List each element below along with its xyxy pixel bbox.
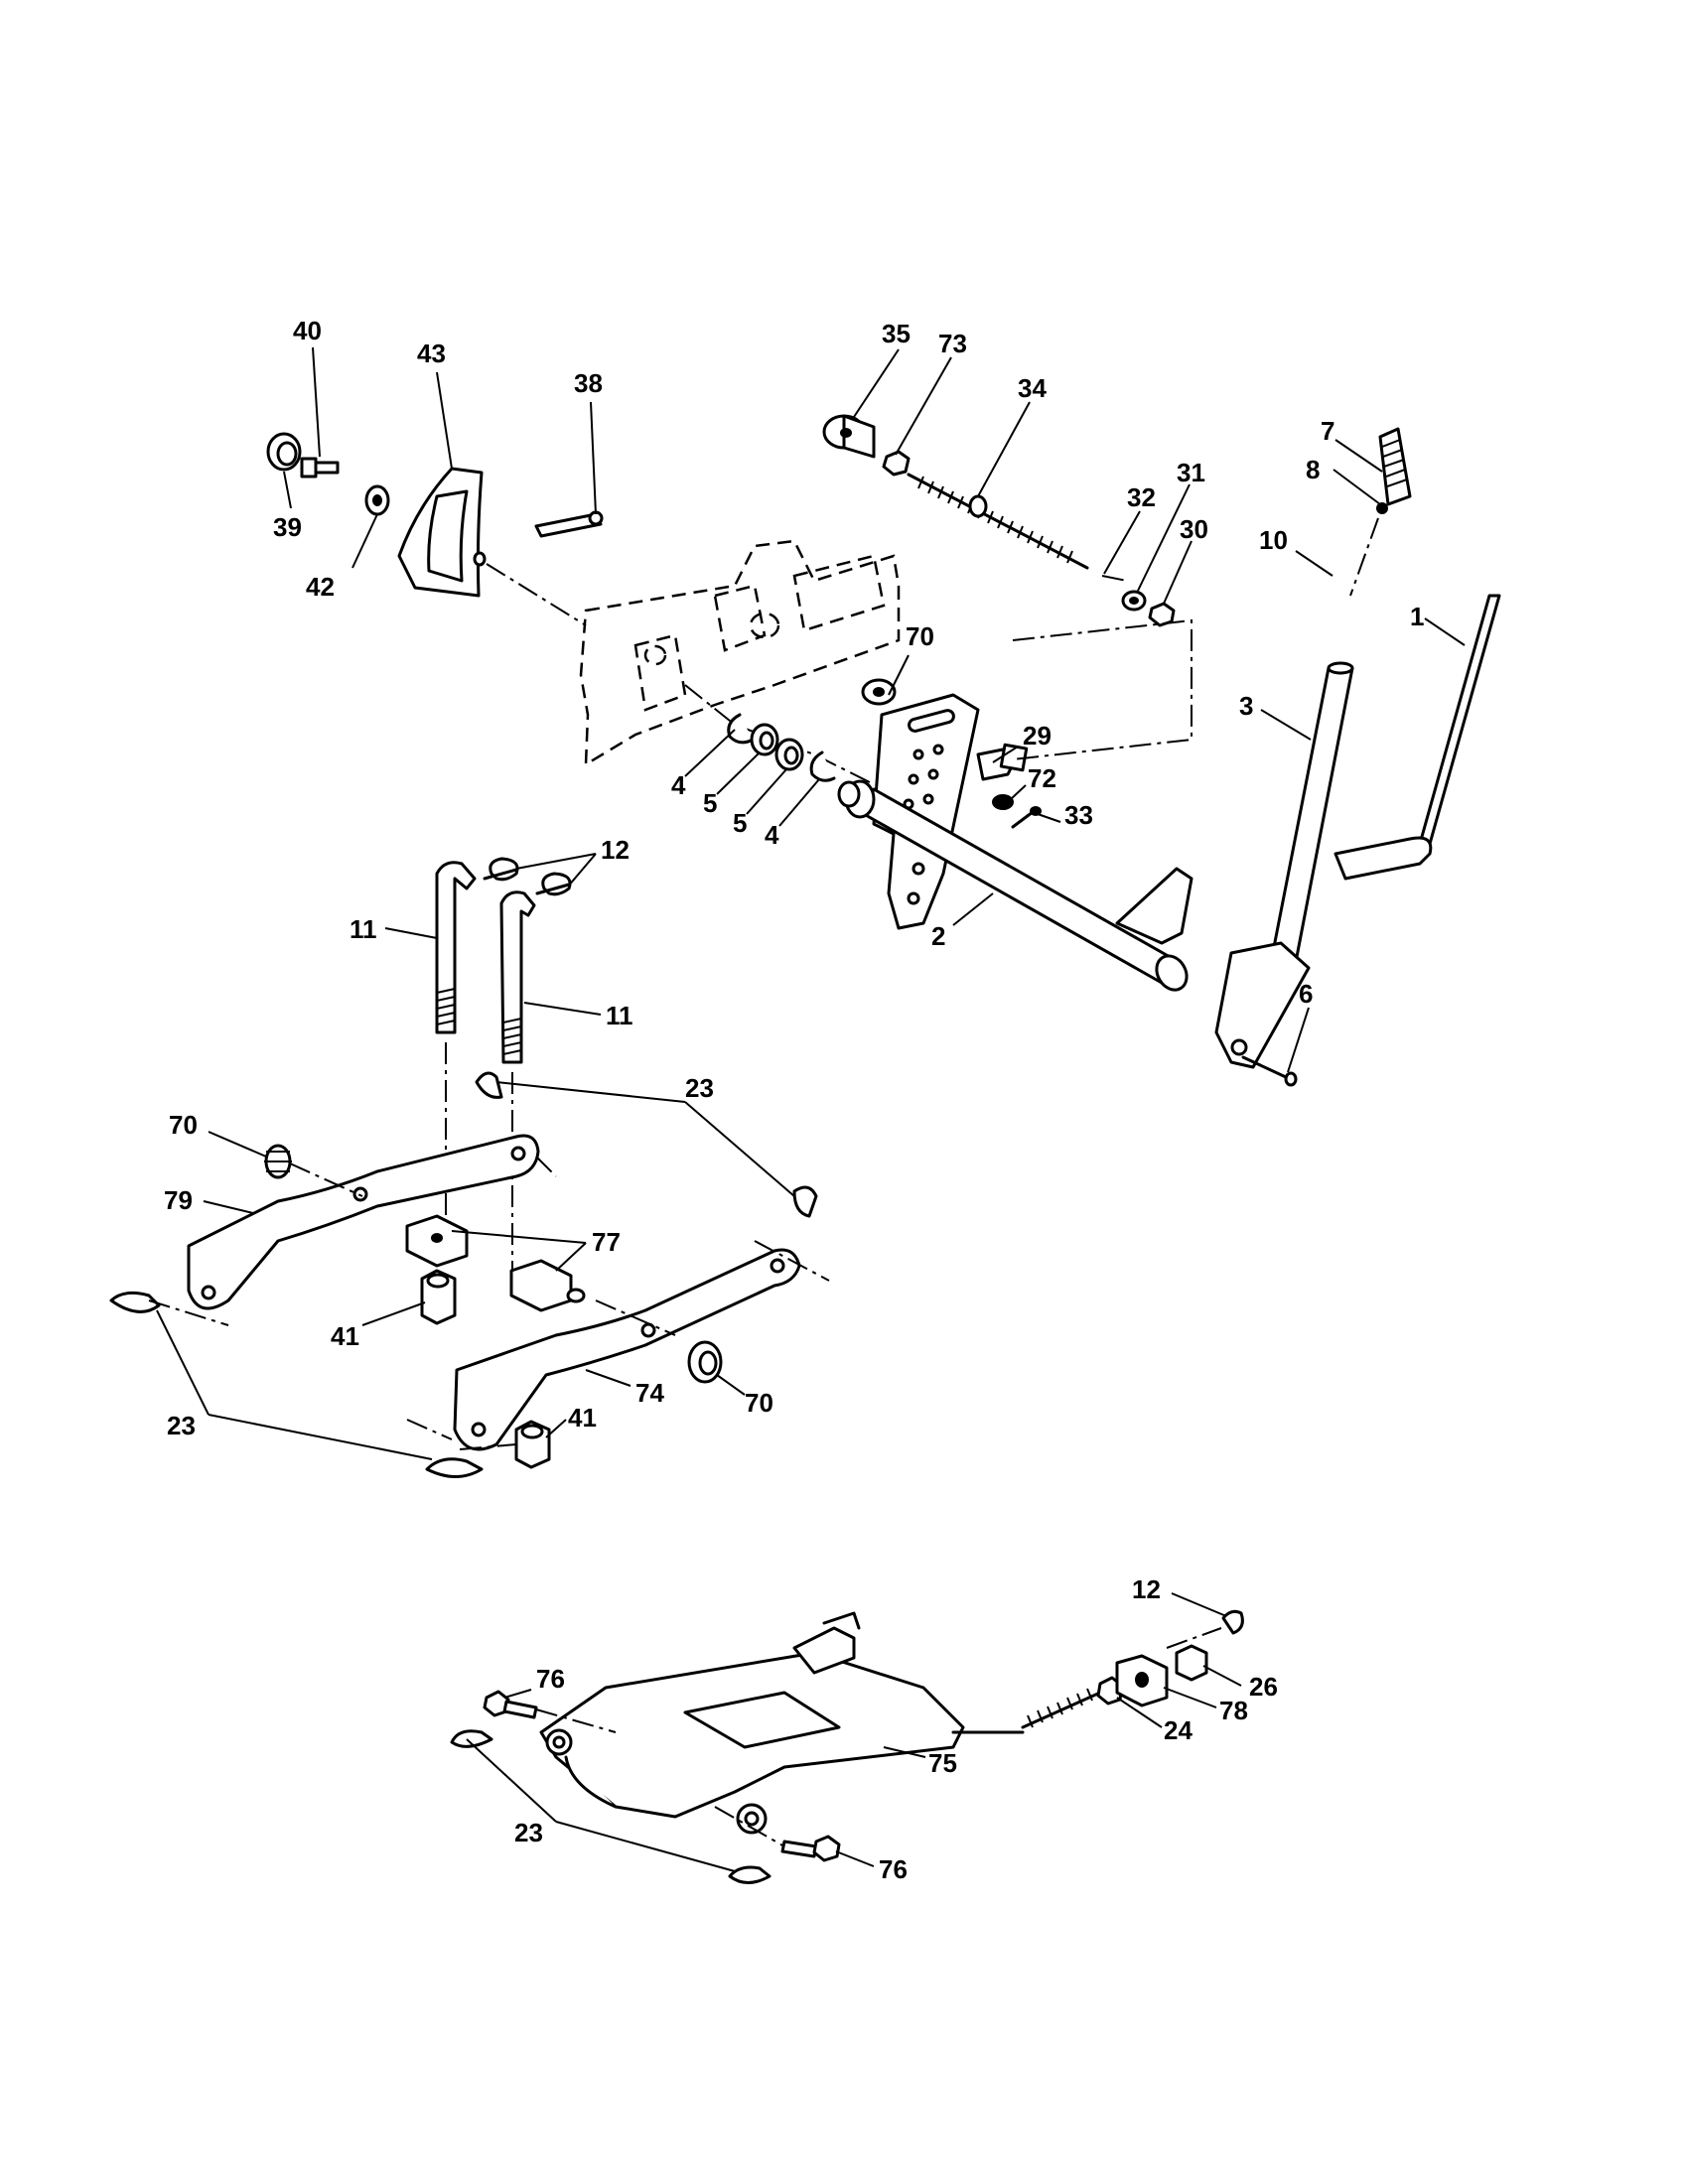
hair-clip-part-23e bbox=[450, 1729, 493, 1748]
callout-8: 8 bbox=[1306, 455, 1320, 484]
callout-11a: 11 bbox=[350, 914, 377, 944]
hair-clip-part-12-bottom bbox=[1221, 1609, 1244, 1635]
callout-34: 34 bbox=[1018, 373, 1047, 403]
nut-part-41b bbox=[514, 1420, 551, 1469]
block-part-78 bbox=[1115, 1654, 1169, 1707]
callout-32: 32 bbox=[1127, 482, 1156, 512]
lift-link-part-74 bbox=[453, 1248, 801, 1451]
callout-70-top: 70 bbox=[906, 621, 934, 651]
callout-24: 24 bbox=[1164, 1715, 1193, 1745]
callout-70-left: 70 bbox=[169, 1110, 198, 1140]
callout-4b: 4 bbox=[765, 820, 779, 850]
callout-23-top: 23 bbox=[685, 1073, 714, 1103]
ring-part-39 bbox=[266, 432, 302, 472]
callout-78: 78 bbox=[1219, 1696, 1248, 1725]
callout-43: 43 bbox=[417, 339, 446, 368]
callout-2: 2 bbox=[931, 921, 945, 951]
callout-5a: 5 bbox=[703, 788, 717, 818]
block-part-77b bbox=[509, 1259, 586, 1312]
nut-part-26 bbox=[1175, 1644, 1208, 1682]
knob-part-35 bbox=[822, 414, 876, 459]
callout-6: 6 bbox=[1299, 979, 1313, 1009]
callout-33: 33 bbox=[1064, 800, 1093, 830]
frame-reference-outline bbox=[579, 539, 901, 767]
callout-labels: 40 43 38 39 42 35 73 34 31 32 30 7 8 10 … bbox=[164, 316, 1424, 1884]
bolt-part-76b bbox=[780, 1835, 841, 1862]
washer-part-70-top bbox=[861, 678, 897, 706]
callout-4a: 4 bbox=[671, 770, 686, 800]
washer-part-70-bottom bbox=[687, 1340, 723, 1384]
hair-clip-part-23d bbox=[425, 1457, 484, 1478]
hair-clip-part-23f bbox=[728, 1865, 772, 1884]
e-ring-part-4b bbox=[809, 751, 836, 782]
callout-1: 1 bbox=[1410, 602, 1424, 631]
callout-12-bottom: 12 bbox=[1132, 1574, 1161, 1604]
washer-part-70-left bbox=[264, 1144, 292, 1179]
callout-70-bottom: 70 bbox=[745, 1388, 773, 1418]
callout-40: 40 bbox=[293, 316, 322, 345]
callout-29: 29 bbox=[1023, 721, 1052, 751]
callout-72: 72 bbox=[1028, 763, 1056, 793]
callout-74: 74 bbox=[635, 1378, 664, 1408]
j-bolt-part-11b bbox=[499, 890, 536, 1064]
hair-clip-part-23c bbox=[109, 1291, 161, 1313]
washer-part-31 bbox=[1121, 590, 1147, 612]
leader-lines bbox=[156, 346, 1466, 1872]
washer-part-5 bbox=[750, 723, 779, 756]
callout-42: 42 bbox=[306, 572, 335, 602]
callout-10: 10 bbox=[1259, 525, 1288, 555]
callout-12-middle: 12 bbox=[601, 835, 630, 865]
lift-shaft-part-2 bbox=[837, 693, 1193, 992]
callout-76b: 76 bbox=[879, 1854, 908, 1884]
frame-part-75 bbox=[539, 1611, 1102, 1835]
callout-31: 31 bbox=[1177, 458, 1205, 487]
callout-75: 75 bbox=[928, 1748, 957, 1778]
callout-26: 26 bbox=[1249, 1672, 1278, 1702]
callout-7: 7 bbox=[1321, 416, 1334, 446]
j-bolt-part-11a bbox=[435, 861, 477, 1034]
hair-clip-part-23a bbox=[475, 1071, 503, 1099]
callout-5b: 5 bbox=[733, 808, 747, 838]
washer-part-5b bbox=[774, 738, 804, 771]
bolt-part-40 bbox=[300, 457, 340, 478]
grip-part-7 bbox=[1378, 427, 1412, 506]
callout-23-bottom: 23 bbox=[514, 1818, 543, 1847]
bolt-part-76a bbox=[483, 1690, 538, 1719]
callout-11b: 11 bbox=[606, 1001, 633, 1030]
ball-part-8 bbox=[1376, 502, 1388, 514]
adjuster-part-29 bbox=[976, 743, 1029, 781]
callout-76a: 76 bbox=[536, 1664, 565, 1694]
callout-30: 30 bbox=[1180, 514, 1208, 544]
callout-41a: 41 bbox=[331, 1321, 359, 1351]
callout-3: 3 bbox=[1239, 691, 1253, 721]
clip-part-38 bbox=[534, 510, 604, 538]
hair-clip-part-23b bbox=[792, 1185, 818, 1218]
pin-part-6 bbox=[1241, 1055, 1298, 1087]
callout-77: 77 bbox=[592, 1227, 621, 1257]
lift-link-part-79 bbox=[187, 1134, 540, 1310]
block-part-77a bbox=[405, 1214, 469, 1268]
callout-73: 73 bbox=[938, 329, 967, 358]
nut-part-41a bbox=[420, 1269, 457, 1325]
callout-35: 35 bbox=[882, 319, 911, 348]
bracket-part-43 bbox=[397, 467, 487, 598]
threaded-rod-part-34 bbox=[907, 473, 1089, 570]
callout-39: 39 bbox=[273, 512, 302, 542]
rod-part-1 bbox=[1333, 594, 1501, 881]
washer-part-42 bbox=[364, 484, 390, 516]
e-ring-part-4 bbox=[727, 713, 755, 745]
nut-part-73 bbox=[882, 450, 911, 477]
callout-23-lower: 23 bbox=[167, 1411, 196, 1440]
washer-part-72 bbox=[992, 794, 1014, 810]
callout-41b: 41 bbox=[568, 1403, 597, 1433]
hair-clip-part-12 bbox=[483, 857, 572, 896]
callout-38: 38 bbox=[574, 368, 603, 398]
lift-lever-part-3 bbox=[1214, 661, 1354, 1069]
callout-79: 79 bbox=[164, 1185, 193, 1215]
screw-part-33 bbox=[1011, 806, 1042, 829]
